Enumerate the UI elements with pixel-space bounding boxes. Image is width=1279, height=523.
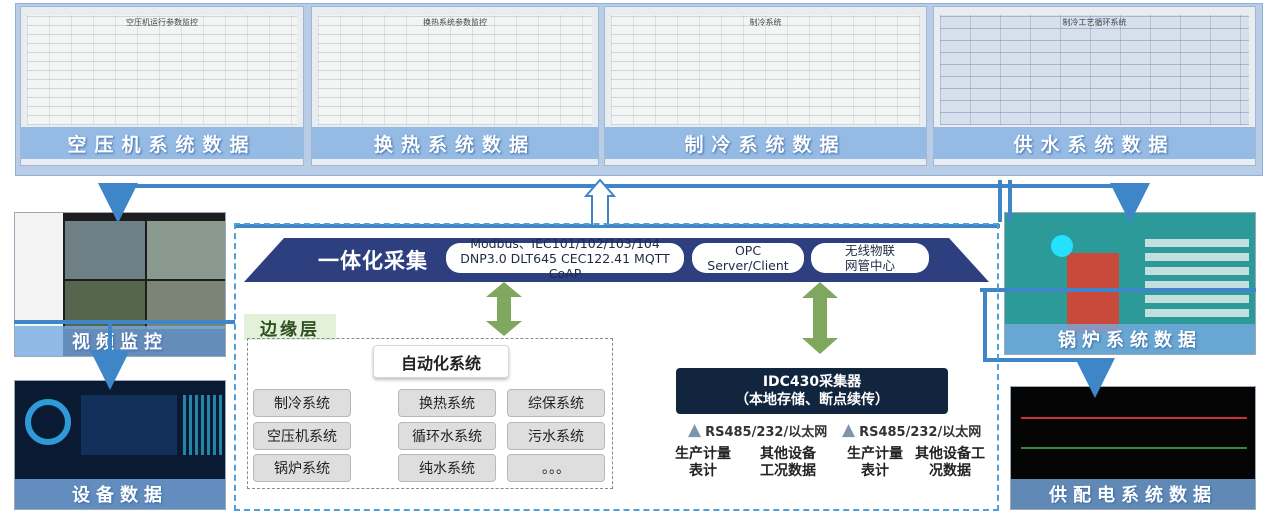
wireless-line: 网管中心 bbox=[844, 258, 895, 273]
refrigeration-panel: 制冷系统 制冷系统数据 bbox=[604, 6, 927, 166]
up-arrow-icon: ▲ bbox=[688, 420, 702, 440]
panel-caption: 供水系统数据 bbox=[934, 127, 1255, 159]
water-supply-panel: 制冷工艺循环系统 供水系统数据 bbox=[933, 6, 1256, 166]
system-box: 换热系统 bbox=[398, 389, 496, 417]
boiler-body bbox=[1067, 253, 1119, 333]
refrigeration-screenshot: 制冷系统 bbox=[611, 15, 920, 125]
source-equipment: 其他设备工 况数据 bbox=[915, 446, 985, 479]
panel-title: 制冷工艺循环系统 bbox=[1062, 18, 1127, 27]
equipment-data-panel: 设备数据 bbox=[14, 380, 226, 510]
bus-line bbox=[1021, 447, 1247, 449]
link-text: RS485/232/以太网 bbox=[859, 424, 982, 440]
source-equipment: 其他设备 工况数据 bbox=[760, 446, 816, 479]
camera-feed bbox=[147, 221, 225, 279]
indicator-circle bbox=[1051, 235, 1073, 257]
idc430-collector: IDC430采集器 （本地存储、断点续传） bbox=[676, 368, 948, 414]
opc-box: OPC Server/Client bbox=[692, 243, 804, 273]
system-box: 锅炉系统 bbox=[253, 454, 351, 482]
panel-caption: 空压机系统数据 bbox=[21, 127, 303, 159]
heat-exchange-panel: 换热系统参数监控 换热系统数据 bbox=[311, 6, 599, 166]
automation-box bbox=[247, 338, 613, 489]
system-box: 。。。 bbox=[507, 454, 605, 482]
system-box: 综保系统 bbox=[507, 389, 605, 417]
boiler-panel: 锅炉系统数据 bbox=[1004, 212, 1256, 355]
panel-caption: 设备数据 bbox=[15, 479, 225, 509]
bus-line bbox=[1021, 417, 1247, 419]
system-box: 循环水系统 bbox=[398, 422, 496, 450]
double-arrow-left bbox=[486, 282, 522, 336]
opc-line: OPC bbox=[734, 243, 762, 258]
to-power-line bbox=[983, 290, 1115, 398]
panel-title: 换热系统参数监控 bbox=[423, 18, 487, 27]
parameter-blocks bbox=[1145, 233, 1249, 317]
video-monitor-panel: 视频监控 bbox=[14, 212, 226, 357]
upload-arrow bbox=[583, 178, 617, 227]
opc-line: Server/Client bbox=[707, 258, 789, 273]
panel-caption: 制冷系统数据 bbox=[605, 127, 926, 159]
up-arrow-icon: ▲ bbox=[842, 420, 856, 440]
system-box: 污水系统 bbox=[507, 422, 605, 450]
automation-title: 自动化系统 bbox=[373, 345, 509, 378]
protocol-line: Modbus、IEC101/102/103/104 bbox=[470, 235, 660, 251]
system-box: 制冷系统 bbox=[253, 389, 351, 417]
camera-feed bbox=[65, 221, 145, 279]
heat-exchange-screenshot: 换热系统参数监控 bbox=[318, 15, 592, 125]
protocol-line: DNP3.0 DLT645 CEC122.41 MQTT CoAP bbox=[460, 250, 670, 281]
power-distribution-panel: 供配电系统数据 bbox=[1010, 386, 1256, 510]
bar-chart-mini bbox=[183, 395, 223, 455]
edge-layer-box bbox=[234, 223, 999, 511]
system-box: 纯水系统 bbox=[398, 454, 496, 482]
panel-caption: 锅炉系统数据 bbox=[1005, 324, 1255, 354]
system-box: 空压机系统 bbox=[253, 422, 351, 450]
panel-title: 空压机运行参数监控 bbox=[126, 18, 198, 27]
source-meter: 生产计量 表计 bbox=[675, 446, 731, 479]
collector-features: （本地存储、断点续传） bbox=[735, 392, 889, 408]
panel-caption: 换热系统数据 bbox=[312, 127, 598, 159]
air-compressor-panel: 空压机运行参数监控 空压机系统数据 bbox=[20, 6, 304, 166]
to-boiler-line bbox=[1000, 183, 1150, 223]
air-compressor-screenshot: 空压机运行参数监控 bbox=[27, 15, 297, 125]
source-meter: 生产计量 表计 bbox=[847, 446, 903, 479]
donut-gauge bbox=[25, 399, 71, 445]
collection-title: 一体化采集 bbox=[318, 249, 428, 273]
edge-layer-label: 边缘层 bbox=[244, 314, 336, 340]
water-supply-screenshot: 制冷工艺循环系统 bbox=[940, 15, 1249, 125]
link-label-right: ▲ RS485/232/以太网 bbox=[842, 420, 981, 440]
wireless-box: 无线物联 网管中心 bbox=[811, 243, 929, 273]
protocol-box: Modbus、IEC101/102/103/104 DNP3.0 DLT645 … bbox=[446, 236, 684, 281]
double-arrow-right bbox=[802, 282, 838, 354]
wireless-line: 无线物联 bbox=[844, 243, 895, 258]
panel-caption: 供配电系统数据 bbox=[1011, 479, 1255, 509]
panel-title: 制冷系统 bbox=[749, 18, 782, 27]
collector-name: IDC430采集器 bbox=[762, 374, 862, 390]
link-label-left: ▲ RS485/232/以太网 bbox=[688, 420, 827, 440]
to-video-line bbox=[98, 180, 1002, 223]
link-text: RS485/232/以太网 bbox=[705, 424, 828, 440]
map-view bbox=[81, 395, 177, 455]
